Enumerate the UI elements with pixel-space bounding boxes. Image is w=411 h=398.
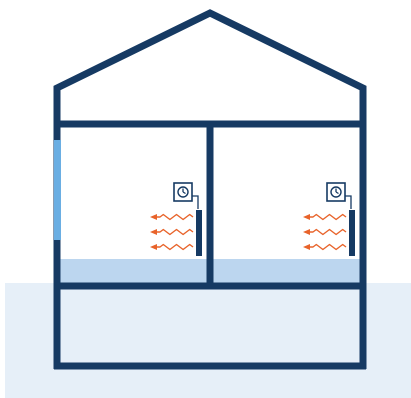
heat-arrow-head — [303, 214, 310, 220]
heat-arrow-head — [303, 229, 310, 235]
right-room-floor-layer — [213, 259, 360, 283]
heat-wave-arrow-icon — [309, 243, 347, 251]
clock-dial-icon — [330, 186, 342, 198]
heat-arrow-head — [150, 214, 157, 220]
left-room-heating — [150, 182, 202, 256]
right-room-heating — [303, 182, 355, 256]
right-room-heater-panel — [349, 210, 355, 256]
heaters-group — [150, 182, 355, 256]
window — [54, 140, 61, 240]
heat-wave-arrow-icon — [156, 213, 194, 221]
heat-wave-arrow-icon — [156, 243, 194, 251]
heat-wave-arrow-icon — [156, 228, 194, 236]
clock-dial-icon — [177, 186, 189, 198]
left-room-floor-layer — [60, 259, 207, 283]
left-room-heater-panel — [196, 210, 202, 256]
right-room-thermostat-wire — [345, 195, 352, 209]
left-room-thermostat-wire — [192, 195, 199, 209]
heat-arrow-head — [150, 244, 157, 250]
ground-band — [5, 283, 411, 398]
heat-arrow-head — [150, 229, 157, 235]
heat-wave-arrow-icon — [309, 228, 347, 236]
house-roof — [53, 9, 367, 124]
heat-arrow-head — [303, 244, 310, 250]
heat-wave-arrow-icon — [309, 213, 347, 221]
